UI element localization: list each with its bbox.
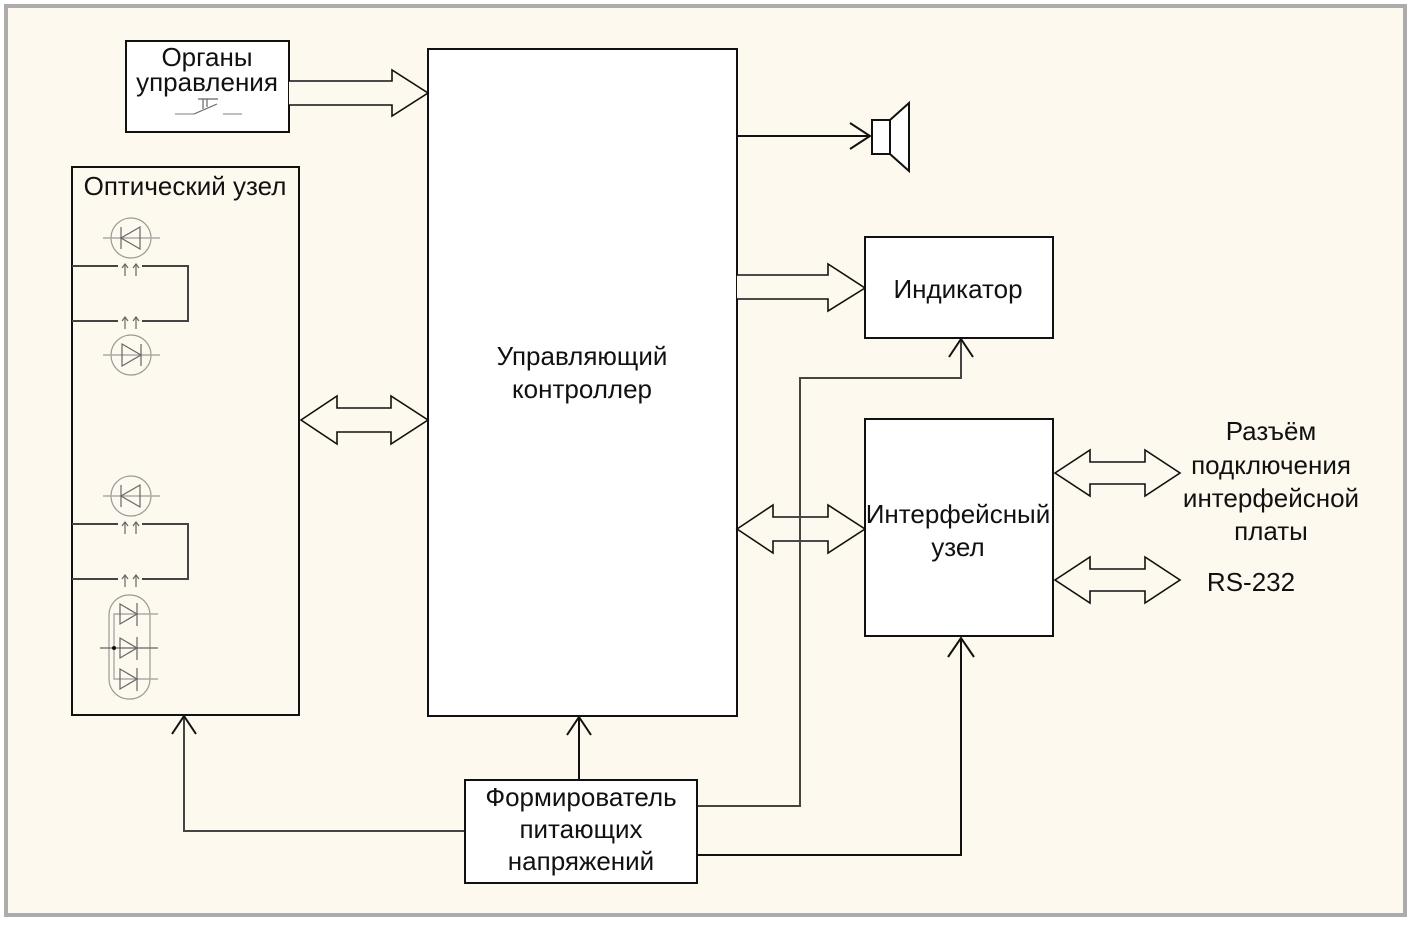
- controls-label-line1: Органы: [161, 42, 252, 72]
- block-indicator: Индикатор: [864, 236, 1054, 339]
- wire-controller-speaker: [737, 122, 872, 150]
- interface-label-line1: Интерфейсный: [866, 499, 1051, 529]
- speaker-icon: [871, 100, 910, 174]
- connector-label-line1: Разъём: [1226, 416, 1317, 446]
- block-power: Формирователь питающих напряжений: [464, 779, 698, 884]
- connector-label-line4: платы: [1234, 516, 1308, 546]
- controller-label-line2: контроллер: [512, 374, 652, 404]
- led-array-icon: [100, 594, 158, 700]
- power-label-line3: напряжений: [508, 846, 654, 876]
- bus-arrow-optical-controller: [299, 394, 430, 446]
- indicator-label: Индикатор: [893, 274, 1022, 304]
- rs232-label: RS-232: [1207, 567, 1295, 597]
- bus-arrow-controller-indicator: [737, 262, 867, 313]
- photodiode-icon: [103, 475, 160, 517]
- block-controls: Органы управления: [125, 40, 290, 133]
- connector-label-line2: подключения: [1191, 450, 1351, 480]
- controls-label-line2: управления: [136, 67, 278, 97]
- photodiode-icon: [103, 334, 160, 376]
- wire-power-controller: [566, 715, 592, 780]
- controller-label-line1: Управляющий: [497, 341, 668, 371]
- interface-label-line2: узел: [931, 532, 984, 562]
- power-label-line2: питающих: [519, 814, 642, 844]
- power-label-line1: Формирователь: [485, 782, 676, 812]
- light-arrows: [121, 263, 140, 587]
- bus-arrow-controls-controller: [289, 68, 430, 118]
- bus-arrow-interface-rs232: [1053, 555, 1182, 605]
- photodiode-icon: [103, 217, 160, 259]
- block-controller: Управляющий контроллер: [427, 48, 738, 717]
- push-button-switch-icon: [175, 98, 242, 115]
- wire-power-interface: [697, 636, 975, 856]
- bus-arrow-interface-connector: [1053, 448, 1182, 498]
- optical-label: Оптический узел: [84, 171, 287, 201]
- block-optical: Оптический узел: [71, 166, 300, 716]
- connector-label-line3: интерфейсной: [1183, 483, 1359, 513]
- connector-label: Разъём подключения интерфейсной платы: [1183, 416, 1359, 546]
- block-interface: Интерфейсный узел: [864, 418, 1054, 637]
- wire-power-optical: [171, 714, 465, 832]
